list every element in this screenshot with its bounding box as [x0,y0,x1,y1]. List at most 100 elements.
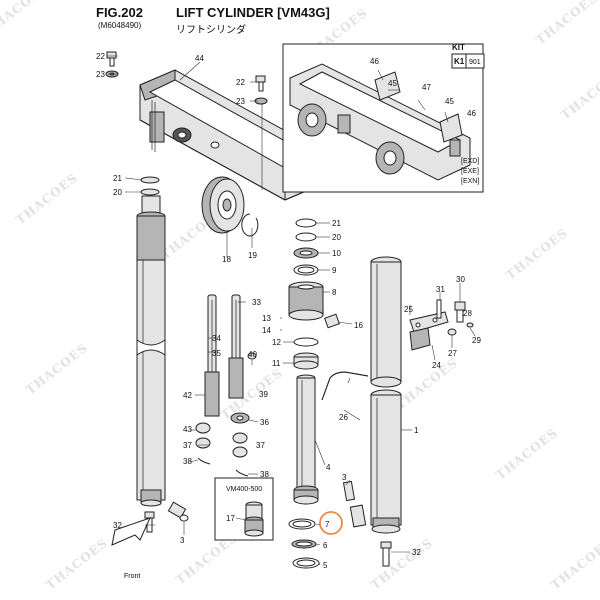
callout-29: 29 [472,336,481,345]
callout-7: 7 [325,520,330,529]
front-arrow: Front [111,517,151,580]
callout-34: 34 [212,334,221,343]
bolt-32-right [380,541,392,567]
snap-ring [241,213,259,237]
callout-3: 3 [180,536,185,545]
kit-row-label: K1 [454,57,465,66]
watermark: THACOES [503,226,570,283]
callout-37: 37 [256,441,265,450]
callout-25: 25 [404,305,413,314]
callout-4: 4 [326,463,331,472]
watermark: THACOES [548,536,600,593]
watermark: THACOES [43,536,110,593]
callout-numbers: 22 23 44 22 23 21 20 18 19 21 20 10 9 8 … [96,52,481,570]
callout-1: 1 [414,426,419,435]
watermark: THACOES [533,0,600,47]
watermark: THACOES [493,426,560,483]
watermark: THACOES [393,356,460,413]
piston-rod [293,374,319,505]
part-code: (M6048490) [98,21,142,30]
kit-box: KIT K1 901 [EXD] [EXE] [EXN] [451,43,485,185]
callout-46: 46 [370,57,379,66]
pin-left [167,501,189,522]
model-inset: VM400-500 [214,477,274,541]
chain-pulley [201,176,245,234]
kit-option: [EXE] [461,168,479,175]
leader-lines [107,55,476,566]
watermark: THACOES [218,366,285,423]
callout-3: 3 [342,473,347,482]
chain-left [204,294,220,417]
kit-label: KIT [452,43,465,52]
hose [321,371,369,401]
hose-bracket [409,311,449,351]
callout-44: 44 [195,54,204,63]
callout-20: 20 [113,188,122,197]
callout-6: 6 [323,541,328,550]
callout-10: 10 [332,249,341,258]
kit-option: [EXN] [461,178,479,185]
chain-right [228,294,244,399]
figure-number: FIG.202 [96,5,143,20]
kit-row-value: 901 [469,59,481,66]
callout-43: 43 [183,425,192,434]
center-seals [293,218,319,276]
callout-45: 45 [445,97,454,106]
callout-38: 38 [260,470,269,479]
callout-40: 40 [248,350,257,359]
callout-38: 38 [183,457,192,466]
figure-title: LIFT CYLINDER [VM43G] [176,5,330,20]
callout-32: 32 [113,521,122,530]
callout-11: 11 [272,359,281,368]
watermark: THACOES [558,66,600,123]
piston-seals-bottom [288,518,320,569]
pin-right [342,480,367,528]
inset-label: VM400-500 [226,486,262,493]
callout-14: 14 [262,326,271,335]
callout-19: 19 [248,251,257,260]
watermark: THACOES [23,341,90,398]
callout-31: 31 [436,285,445,294]
watermark: THACOES [368,536,435,593]
callout-33: 33 [252,298,261,307]
callout-47: 47 [422,83,431,92]
callout-16: 16 [354,321,363,330]
seals-12-11 [293,337,319,370]
callout-28: 28 [463,309,472,318]
callout-5: 5 [323,561,328,570]
figure-title-jp: リフトシリンダ [176,25,246,36]
front-label: Front [124,573,140,580]
callout-21: 21 [113,174,122,183]
kit-detail-inset [282,43,484,193]
bolt-22-right [254,75,268,105]
callout-20: 20 [332,233,341,242]
chain-anchor-parts [195,352,257,477]
cylinder-head [288,281,340,329]
callout-30: 30 [456,275,465,284]
callout-22: 22 [96,52,105,61]
callout-27: 27 [448,349,457,358]
kit-option: [EXD] [461,158,479,165]
callout-39: 39 [259,390,268,399]
right-cylinder-lower [370,389,402,534]
callout-8: 8 [332,288,337,297]
watermark: THACOES [13,171,80,228]
callout-23: 23 [96,70,105,79]
callout-22: 22 [236,78,245,87]
callout-17: 17 [226,514,235,523]
callout-26: 26 [339,413,348,422]
callout-35: 35 [212,349,221,358]
callout-21: 21 [332,219,341,228]
callout-9: 9 [332,266,337,275]
watermark: THACOES [0,0,50,37]
callout-36: 36 [260,418,269,427]
callout-13: 13 [262,314,271,323]
callout-42: 42 [183,391,192,400]
callout-24: 24 [432,361,441,370]
callout-32: 32 [412,548,421,557]
bracket-bolts [436,299,474,336]
right-cylinder-upper [370,256,402,388]
callout-23: 23 [236,97,245,106]
